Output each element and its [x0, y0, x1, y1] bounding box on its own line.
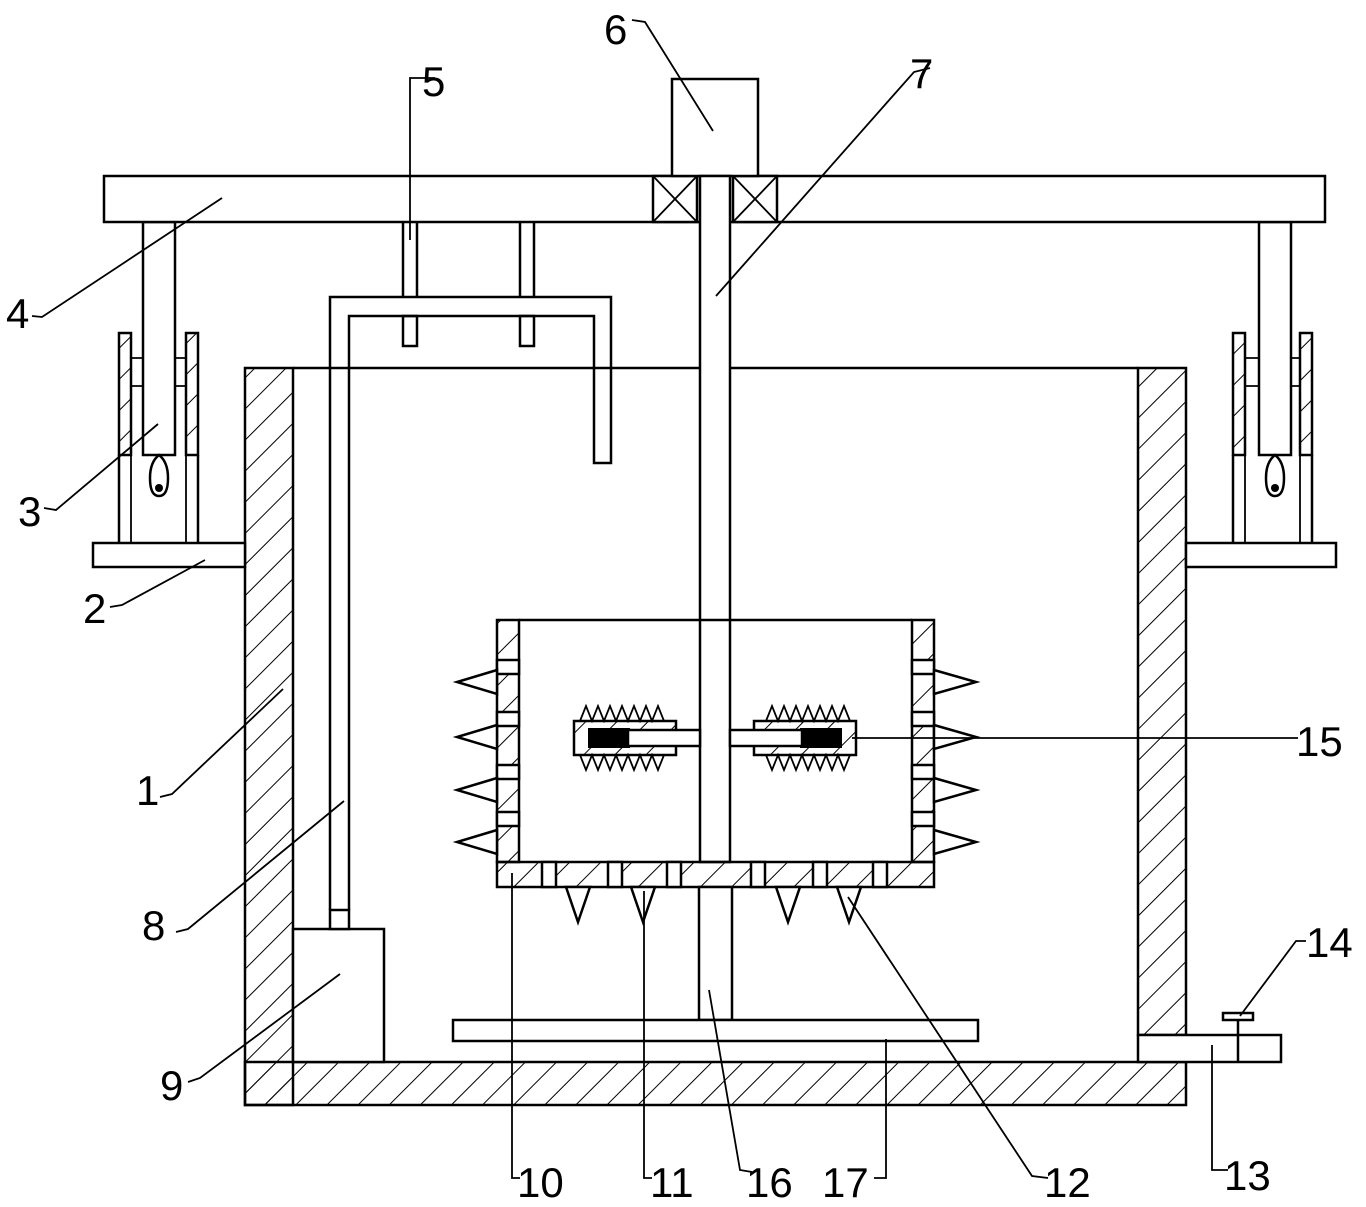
- water-pump: [291, 908, 386, 1064]
- label-11: 11: [650, 1159, 694, 1206]
- drain-pipe: [1136, 1033, 1283, 1064]
- label-2: 2: [83, 585, 106, 632]
- support-plate-left: [91, 541, 247, 569]
- drain-valve: [1221, 1011, 1255, 1062]
- label-13: 13: [1224, 1152, 1271, 1199]
- label-10: 10: [517, 1159, 564, 1206]
- bearing-right: [731, 174, 779, 224]
- label-12: 12: [1044, 1159, 1091, 1206]
- leader-lines: [31, 19, 1306, 1179]
- lift-guide-left: [117, 220, 200, 543]
- label-5: 5: [422, 58, 445, 105]
- spring-rod-left: [572, 703, 702, 773]
- spray-nozzle-hangers: [401, 222, 536, 348]
- label-4: 4: [6, 290, 29, 337]
- label-1: 1: [136, 767, 159, 814]
- motor: [670, 77, 760, 178]
- label-9: 9: [160, 1062, 183, 1109]
- support-plate-right: [1184, 541, 1338, 569]
- lift-guide-right: [1231, 220, 1314, 543]
- lower-shaft: [697, 885, 734, 1022]
- drum-spikes: [452, 668, 981, 926]
- label-7: 7: [910, 50, 933, 97]
- label-15: 15: [1296, 718, 1343, 765]
- part-labels: 1 2 3 4 5 6 7 8 9 10 11 12 13 14 15 16 1…: [6, 6, 1353, 1206]
- water-pipe: [328, 295, 613, 911]
- label-3: 3: [18, 488, 41, 535]
- bearing-left: [651, 174, 699, 224]
- label-6: 6: [604, 6, 627, 53]
- label-8: 8: [142, 902, 165, 949]
- spring-rod-right: [728, 703, 858, 773]
- rotating-drum: [495, 618, 936, 889]
- label-14: 14: [1306, 919, 1353, 966]
- label-16: 16: [746, 1159, 793, 1206]
- label-17: 17: [822, 1159, 869, 1206]
- rotating-shaft: [698, 174, 732, 864]
